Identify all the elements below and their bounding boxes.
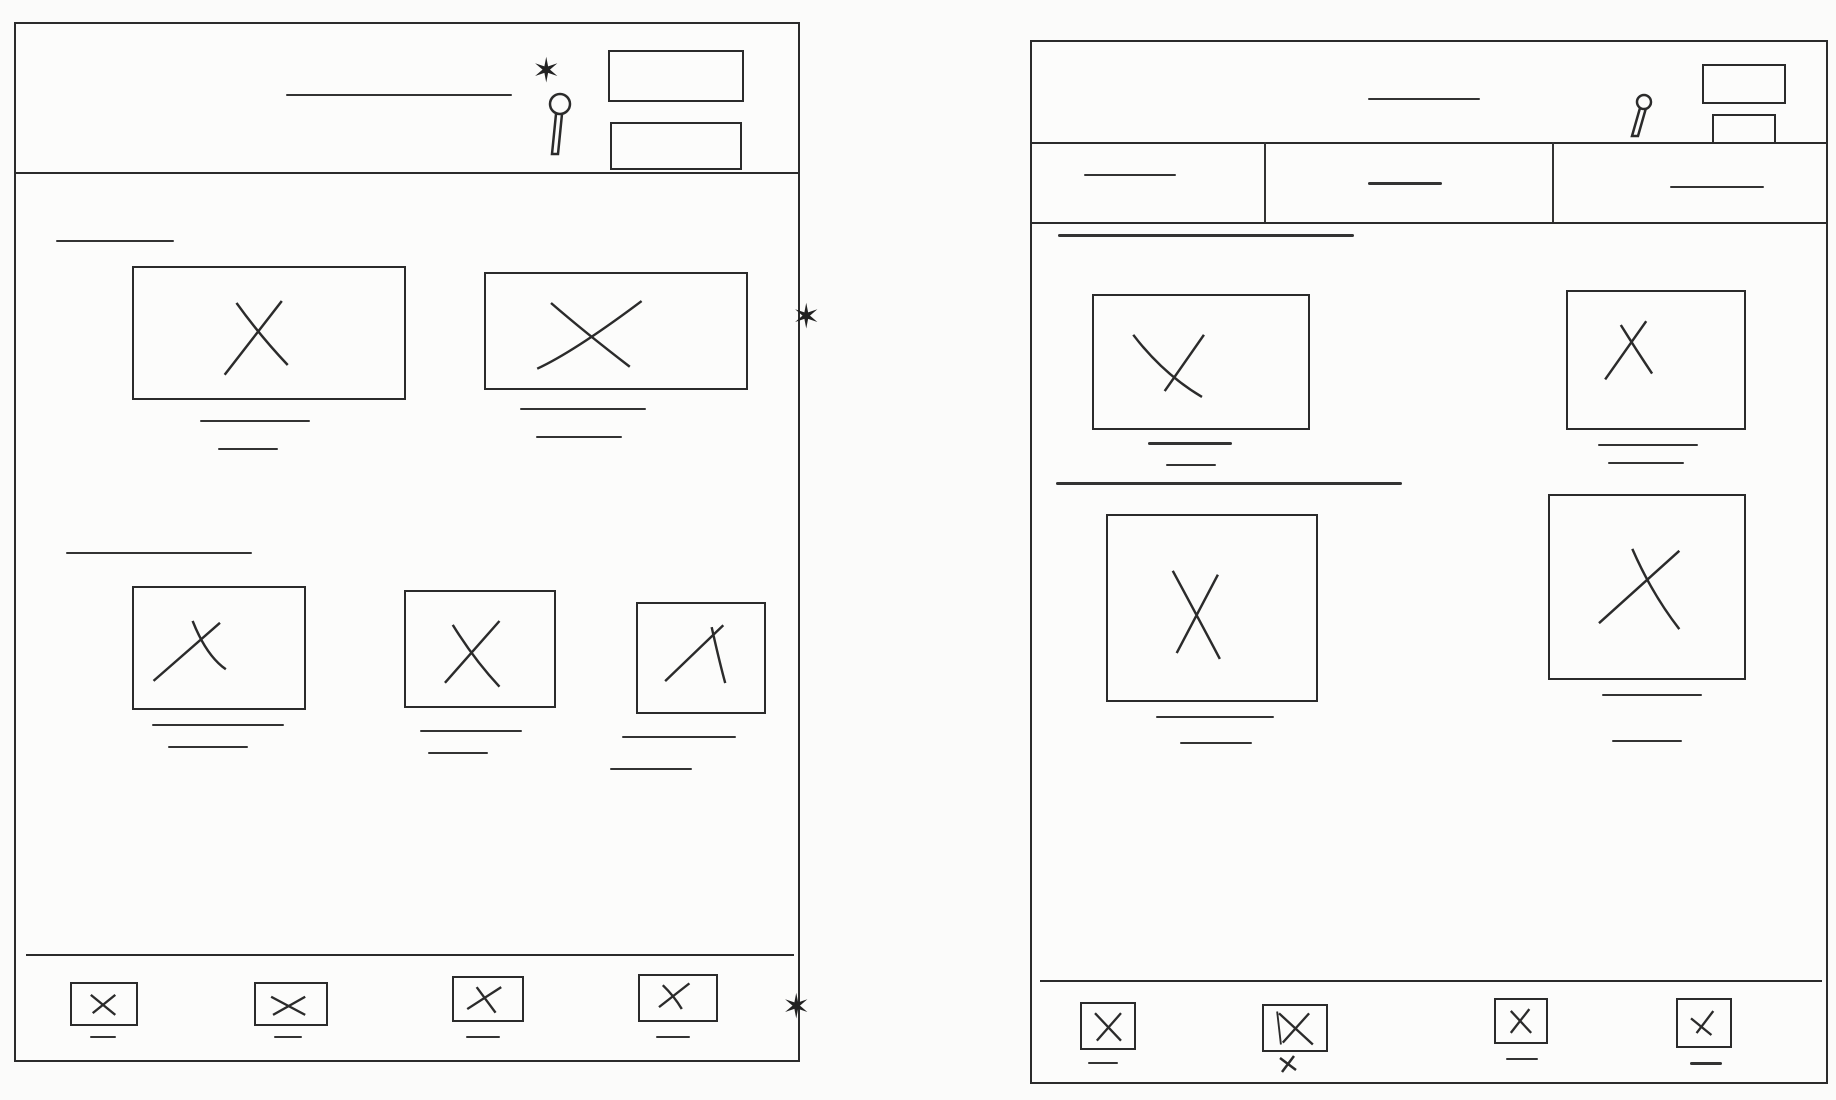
- item-caption: [200, 420, 310, 422]
- tab-2[interactable]: [1266, 142, 1552, 222]
- item-subcaption: [1608, 462, 1684, 464]
- nav-item-icon[interactable]: [638, 974, 718, 1022]
- tab-bar: [1032, 142, 1826, 224]
- nav-item-label: [274, 1036, 302, 1038]
- item-caption: [1598, 444, 1698, 446]
- item-caption: [1148, 442, 1232, 445]
- image-placeholder[interactable]: [404, 590, 556, 708]
- right-header-title: [1368, 98, 1480, 100]
- header-button-1[interactable]: [608, 50, 744, 102]
- item-subcaption: [168, 746, 248, 748]
- section-heading: [56, 240, 174, 242]
- section-divider: [1056, 482, 1402, 485]
- nav-item-icon[interactable]: [452, 976, 524, 1022]
- item-subcaption: [1166, 464, 1216, 466]
- item-subcaption: [536, 436, 622, 438]
- section-heading: [1058, 234, 1354, 237]
- section-heading: [66, 552, 252, 554]
- nav-item-label: [1690, 1062, 1722, 1065]
- header-button-1[interactable]: [1702, 64, 1786, 104]
- header-button-2[interactable]: [610, 122, 742, 170]
- left-header: ✶: [16, 24, 798, 174]
- item-caption: [1156, 716, 1274, 718]
- header-button-2[interactable]: [1712, 114, 1776, 144]
- left-wireframe: ✶: [14, 22, 800, 1062]
- image-placeholder[interactable]: [132, 266, 406, 400]
- item-caption: [420, 730, 522, 732]
- nav-item-icon[interactable]: [1494, 998, 1548, 1044]
- tab-divider: [1552, 142, 1554, 222]
- star-icon: ✶: [792, 297, 821, 337]
- image-placeholder[interactable]: [1566, 290, 1746, 430]
- right-bottom-nav: [1040, 980, 1822, 1082]
- tab-3[interactable]: [1554, 142, 1824, 222]
- left-header-title: [286, 94, 512, 96]
- item-caption: [1602, 694, 1702, 696]
- star-icon: ✶: [532, 51, 561, 91]
- right-wireframe: [1030, 40, 1828, 1084]
- nav-item-label: [1506, 1058, 1538, 1060]
- nav-item-label: [466, 1036, 500, 1038]
- nav-item-icon[interactable]: [1676, 998, 1732, 1048]
- star-icon: ✶: [782, 987, 811, 1027]
- nav-item-icon[interactable]: [70, 982, 138, 1026]
- item-caption: [622, 736, 736, 738]
- image-placeholder[interactable]: [484, 272, 748, 390]
- pin-icon[interactable]: [544, 90, 574, 160]
- item-subcaption: [610, 768, 692, 770]
- nav-item-label: [90, 1036, 116, 1038]
- left-bottom-nav: [26, 954, 794, 1056]
- tab-divider: [1264, 142, 1266, 222]
- tab-label: [1084, 174, 1176, 176]
- nav-item-label: [1088, 1062, 1118, 1064]
- close-icon[interactable]: [1276, 1052, 1300, 1076]
- nav-item-icon[interactable]: [254, 982, 328, 1026]
- tab-label: [1368, 182, 1442, 185]
- image-placeholder[interactable]: [1548, 494, 1746, 680]
- item-subcaption: [1180, 742, 1252, 744]
- nav-item-icon[interactable]: [1262, 1004, 1328, 1052]
- tab-label: [1670, 186, 1764, 188]
- nav-item-label: [656, 1036, 690, 1038]
- nav-item-icon[interactable]: [1080, 1002, 1136, 1050]
- image-placeholder[interactable]: [1106, 514, 1318, 702]
- item-caption: [152, 724, 284, 726]
- right-header: [1032, 42, 1826, 144]
- image-placeholder[interactable]: [636, 602, 766, 714]
- item-subcaption: [428, 752, 488, 754]
- image-placeholder[interactable]: [132, 586, 306, 710]
- pin-icon[interactable]: [1628, 92, 1654, 140]
- item-subcaption: [1612, 740, 1682, 742]
- item-subcaption: [218, 448, 278, 450]
- item-caption: [520, 408, 646, 410]
- image-placeholder[interactable]: [1092, 294, 1310, 430]
- tab-1[interactable]: [1032, 142, 1264, 222]
